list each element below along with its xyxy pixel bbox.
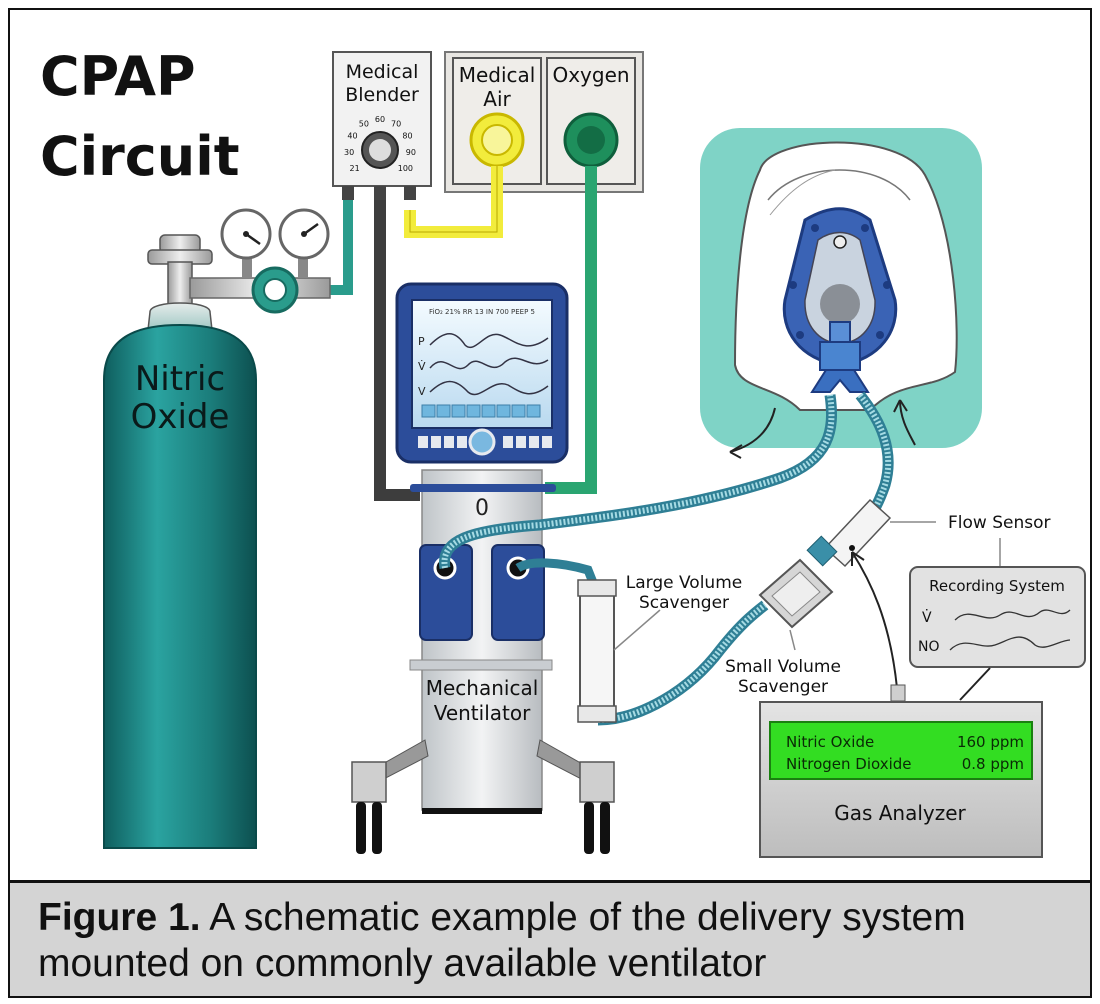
oxygen-label: Oxygen — [552, 63, 629, 87]
recording-system: Recording System V̇ NO — [909, 566, 1086, 668]
blender-dial-mark: 30 — [344, 148, 354, 157]
small-volume-scavenger — [758, 558, 834, 651]
figure-caption-number: Figure 1. — [38, 896, 201, 939]
analyzer-row-2-value: 0.8 ppm — [962, 755, 1024, 773]
figure-caption-text: A schematic example of the delivery syst… — [38, 896, 966, 985]
cpap-circuit-diagram: CPAP Circuit Medical Air Oxygen — [40, 45, 1086, 858]
ventilator-body: 0 Mechanical Ventilator — [351, 469, 615, 854]
title-line-2: Circuit — [40, 125, 240, 188]
ventilator-monitor: FiO₂ 21% RR 13 IN 700 PEEP 5 P V̇ V — [395, 282, 569, 464]
gas-analyzer: Nitric Oxide 160 ppm Nitrogen Dioxide 0.… — [759, 701, 1043, 858]
trace-label-v: V — [418, 385, 426, 398]
gas-analyzer-label: Gas Analyzer — [834, 801, 966, 825]
cylinder-label-line-2: Oxide — [131, 397, 230, 437]
pressure-gauge-left — [220, 208, 272, 260]
blender-label-line-1: Medical — [346, 61, 419, 83]
flow-sensor-label: Flow Sensor — [948, 513, 1050, 533]
small-scavenger-label-line-1: Small Volume — [725, 657, 841, 677]
analyzer-display — [769, 721, 1033, 780]
nitric-oxide-cylinder: Nitric Oxide — [103, 234, 257, 849]
ventilator-body-digit: 0 — [475, 496, 489, 521]
analyzer-row-1-value: 160 ppm — [957, 733, 1024, 751]
nitric-oxide-line — [325, 200, 353, 295]
pressure-gauge-right — [278, 208, 330, 260]
recording-trace-label-no: NO — [918, 639, 940, 655]
air-label-line-2: Air — [483, 87, 511, 111]
pressure-regulator — [189, 208, 331, 314]
recording-trace-label-flow: V̇ — [922, 609, 932, 626]
blender-dial-mark: 80 — [402, 132, 412, 141]
gas-outlet-panel: Medical Air Oxygen — [444, 51, 644, 193]
trace-label-p: P — [418, 335, 425, 348]
figure-caption-bar: Figure 1. A schematic example of the del… — [8, 880, 1092, 998]
air-label-line-1: Medical — [459, 63, 536, 87]
ventilator-label-line-2: Ventilator — [434, 701, 531, 725]
blender-label-line-2: Blender — [345, 84, 419, 106]
oxygen-line — [545, 166, 597, 494]
small-scavenger-label-line-2: Scavenger — [738, 677, 828, 697]
recording-system-title: Recording System — [929, 577, 1065, 595]
blender-dial-mark: 40 — [347, 132, 357, 141]
title-line-1: CPAP — [40, 45, 196, 108]
blender-dial-mark: 100 — [398, 164, 413, 173]
cpap-mask — [782, 207, 898, 393]
analyzer-row-1-name: Nitric Oxide — [786, 733, 874, 751]
blender-dial-mark: 90 — [406, 148, 416, 157]
cylinder-label-line-1: Nitric — [135, 359, 225, 399]
blender-outlet-line — [374, 200, 420, 501]
blender-dial-mark: 60 — [375, 115, 385, 124]
large-scavenger-label-line-1: Large Volume — [626, 573, 742, 593]
blender-dial-mark: 70 — [391, 120, 401, 129]
ventilator-label-line-1: Mechanical — [426, 676, 539, 700]
flow-sensor — [806, 498, 936, 568]
blender-dial-mark: 50 — [359, 120, 369, 129]
large-volume-scavenger — [577, 579, 661, 723]
large-scavenger-label-line-2: Scavenger — [639, 593, 729, 613]
figure-caption: Figure 1. A schematic example of the del… — [38, 895, 1078, 987]
blender-dial-mark: 21 — [350, 164, 360, 173]
ventilator-screen-header: FiO₂ 21% RR 13 IN 700 PEEP 5 — [429, 308, 535, 316]
analyzer-row-2-name: Nitrogen Dioxide — [786, 755, 912, 773]
trace-label-flow: V̇ — [418, 360, 426, 373]
